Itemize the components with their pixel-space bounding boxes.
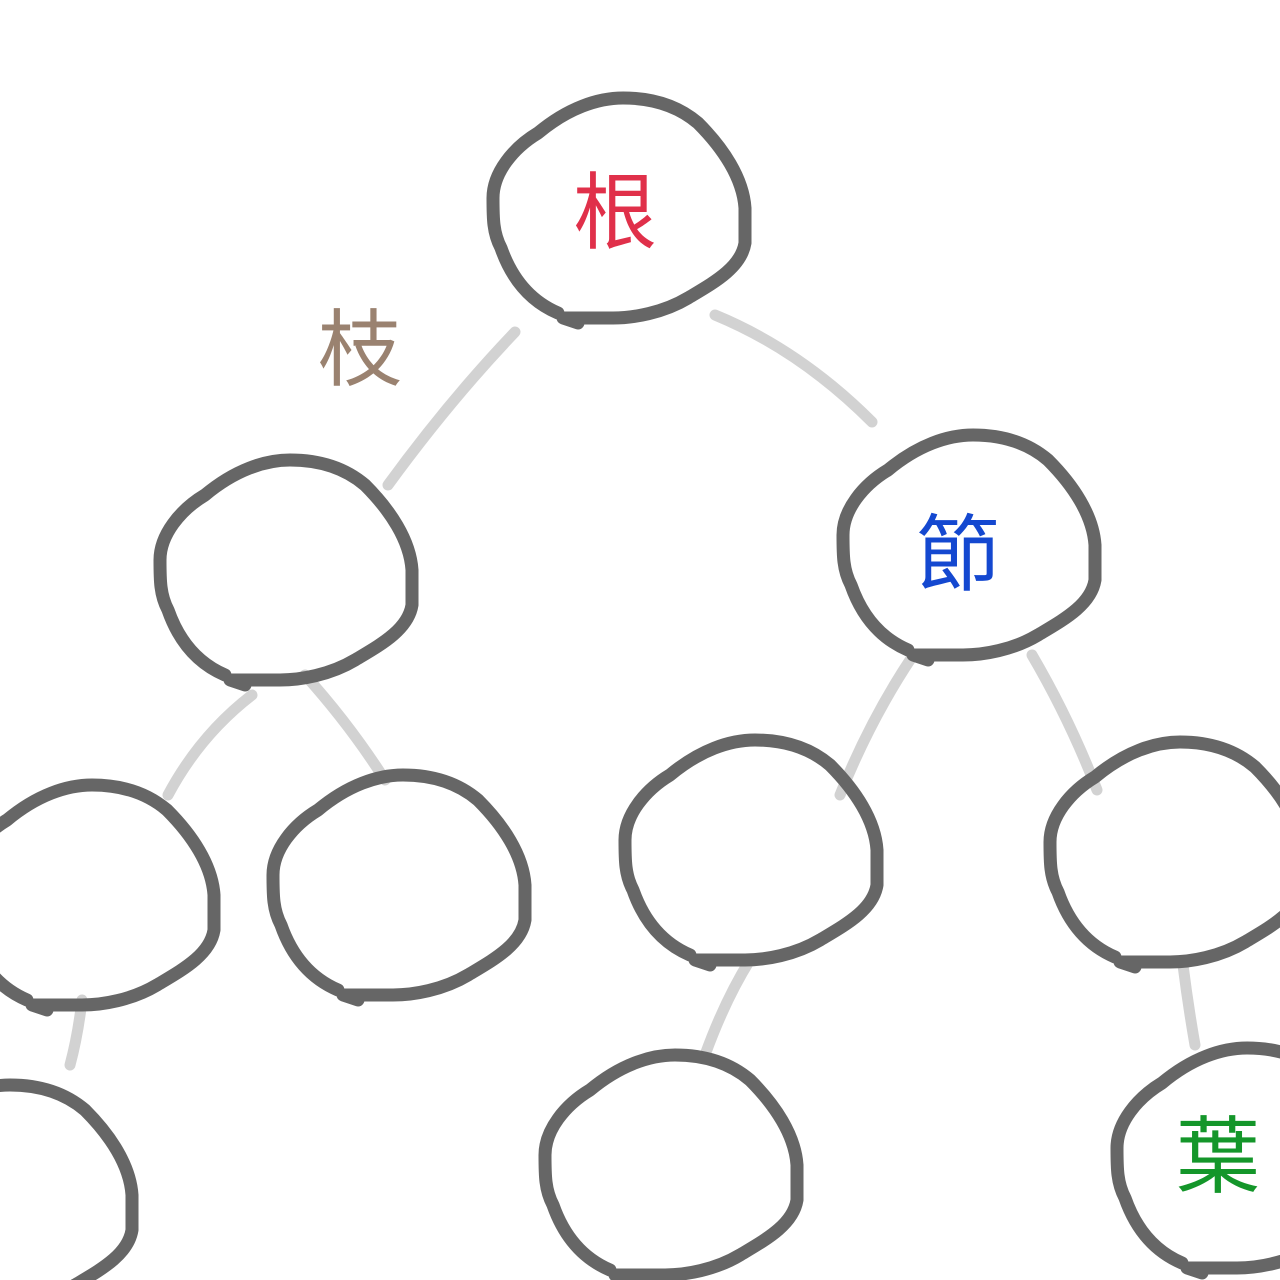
label-leaf: 葉 (1176, 1108, 1260, 1206)
node-left (153, 453, 419, 692)
edge (699, 954, 756, 1061)
node-right-left (618, 733, 884, 972)
edge (162, 689, 258, 801)
node-right-left-left (538, 1048, 804, 1280)
edge (834, 651, 918, 801)
label-node: 節 (916, 506, 1000, 604)
edge (1177, 959, 1201, 1051)
label-root: 根 (573, 164, 657, 262)
edge (382, 326, 521, 491)
node-right-right (1043, 735, 1280, 974)
edge (299, 669, 391, 786)
node-left-left-left (0, 1078, 139, 1280)
nodes (0, 91, 1280, 1280)
node-right-right-right (1110, 1041, 1280, 1280)
edge (709, 309, 878, 428)
edge (1026, 649, 1103, 796)
label-branch: 枝 (318, 301, 402, 399)
edges (64, 309, 1201, 1071)
node-left-left (0, 778, 221, 1017)
node-root (486, 91, 752, 330)
node-right (836, 428, 1102, 667)
node-left-right (266, 768, 532, 1007)
